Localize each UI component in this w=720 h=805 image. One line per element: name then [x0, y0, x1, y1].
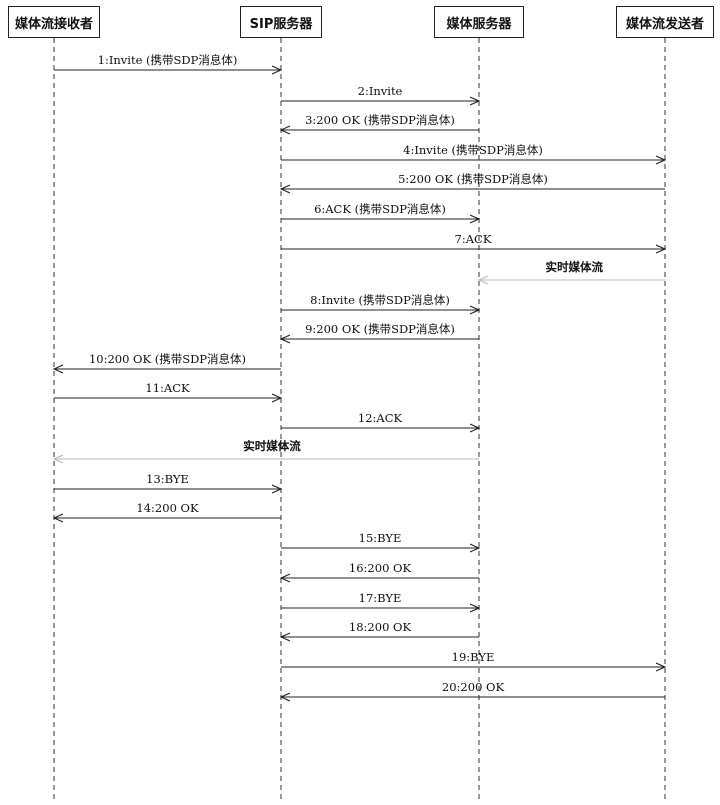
message-label-16: 14:200 OK	[136, 501, 199, 515]
message-label-15: 13:BYE	[146, 472, 189, 486]
message-label-6: 6:ACK (携带SDP消息体)	[314, 202, 446, 216]
message-label-12: 11:ACK	[145, 381, 190, 395]
message-label-17: 15:BYE	[359, 531, 402, 545]
media-stream-label-14: 实时媒体流	[243, 439, 301, 453]
message-label-22: 20:200 OK	[442, 680, 505, 694]
message-label-10: 9:200 OK (携带SDP消息体)	[305, 322, 455, 336]
media-stream-label-8: 实时媒体流	[546, 260, 604, 274]
participant-sip-server: SIP服务器	[240, 6, 322, 38]
message-label-13: 12:ACK	[358, 411, 403, 425]
message-label-7: 7:ACK	[455, 232, 492, 246]
participant-media-server: 媒体服务器	[434, 6, 524, 38]
message-label-21: 19:BYE	[452, 650, 495, 664]
message-label-2: 2:Invite	[358, 84, 403, 98]
message-label-5: 5:200 OK (携带SDP消息体)	[398, 172, 548, 186]
message-label-4: 4:Invite (携带SDP消息体)	[403, 143, 543, 157]
message-label-18: 16:200 OK	[349, 561, 412, 575]
participant-receiver: 媒体流接收者	[8, 6, 100, 38]
message-label-11: 10:200 OK (携带SDP消息体)	[89, 352, 246, 366]
message-label-9: 8:Invite (携带SDP消息体)	[310, 293, 450, 307]
message-label-20: 18:200 OK	[349, 620, 412, 634]
message-label-1: 1:Invite (携带SDP消息体)	[98, 53, 238, 67]
message-label-19: 17:BYE	[359, 591, 402, 605]
participant-sender: 媒体流发送者	[616, 6, 714, 38]
message-label-3: 3:200 OK (携带SDP消息体)	[305, 113, 455, 127]
